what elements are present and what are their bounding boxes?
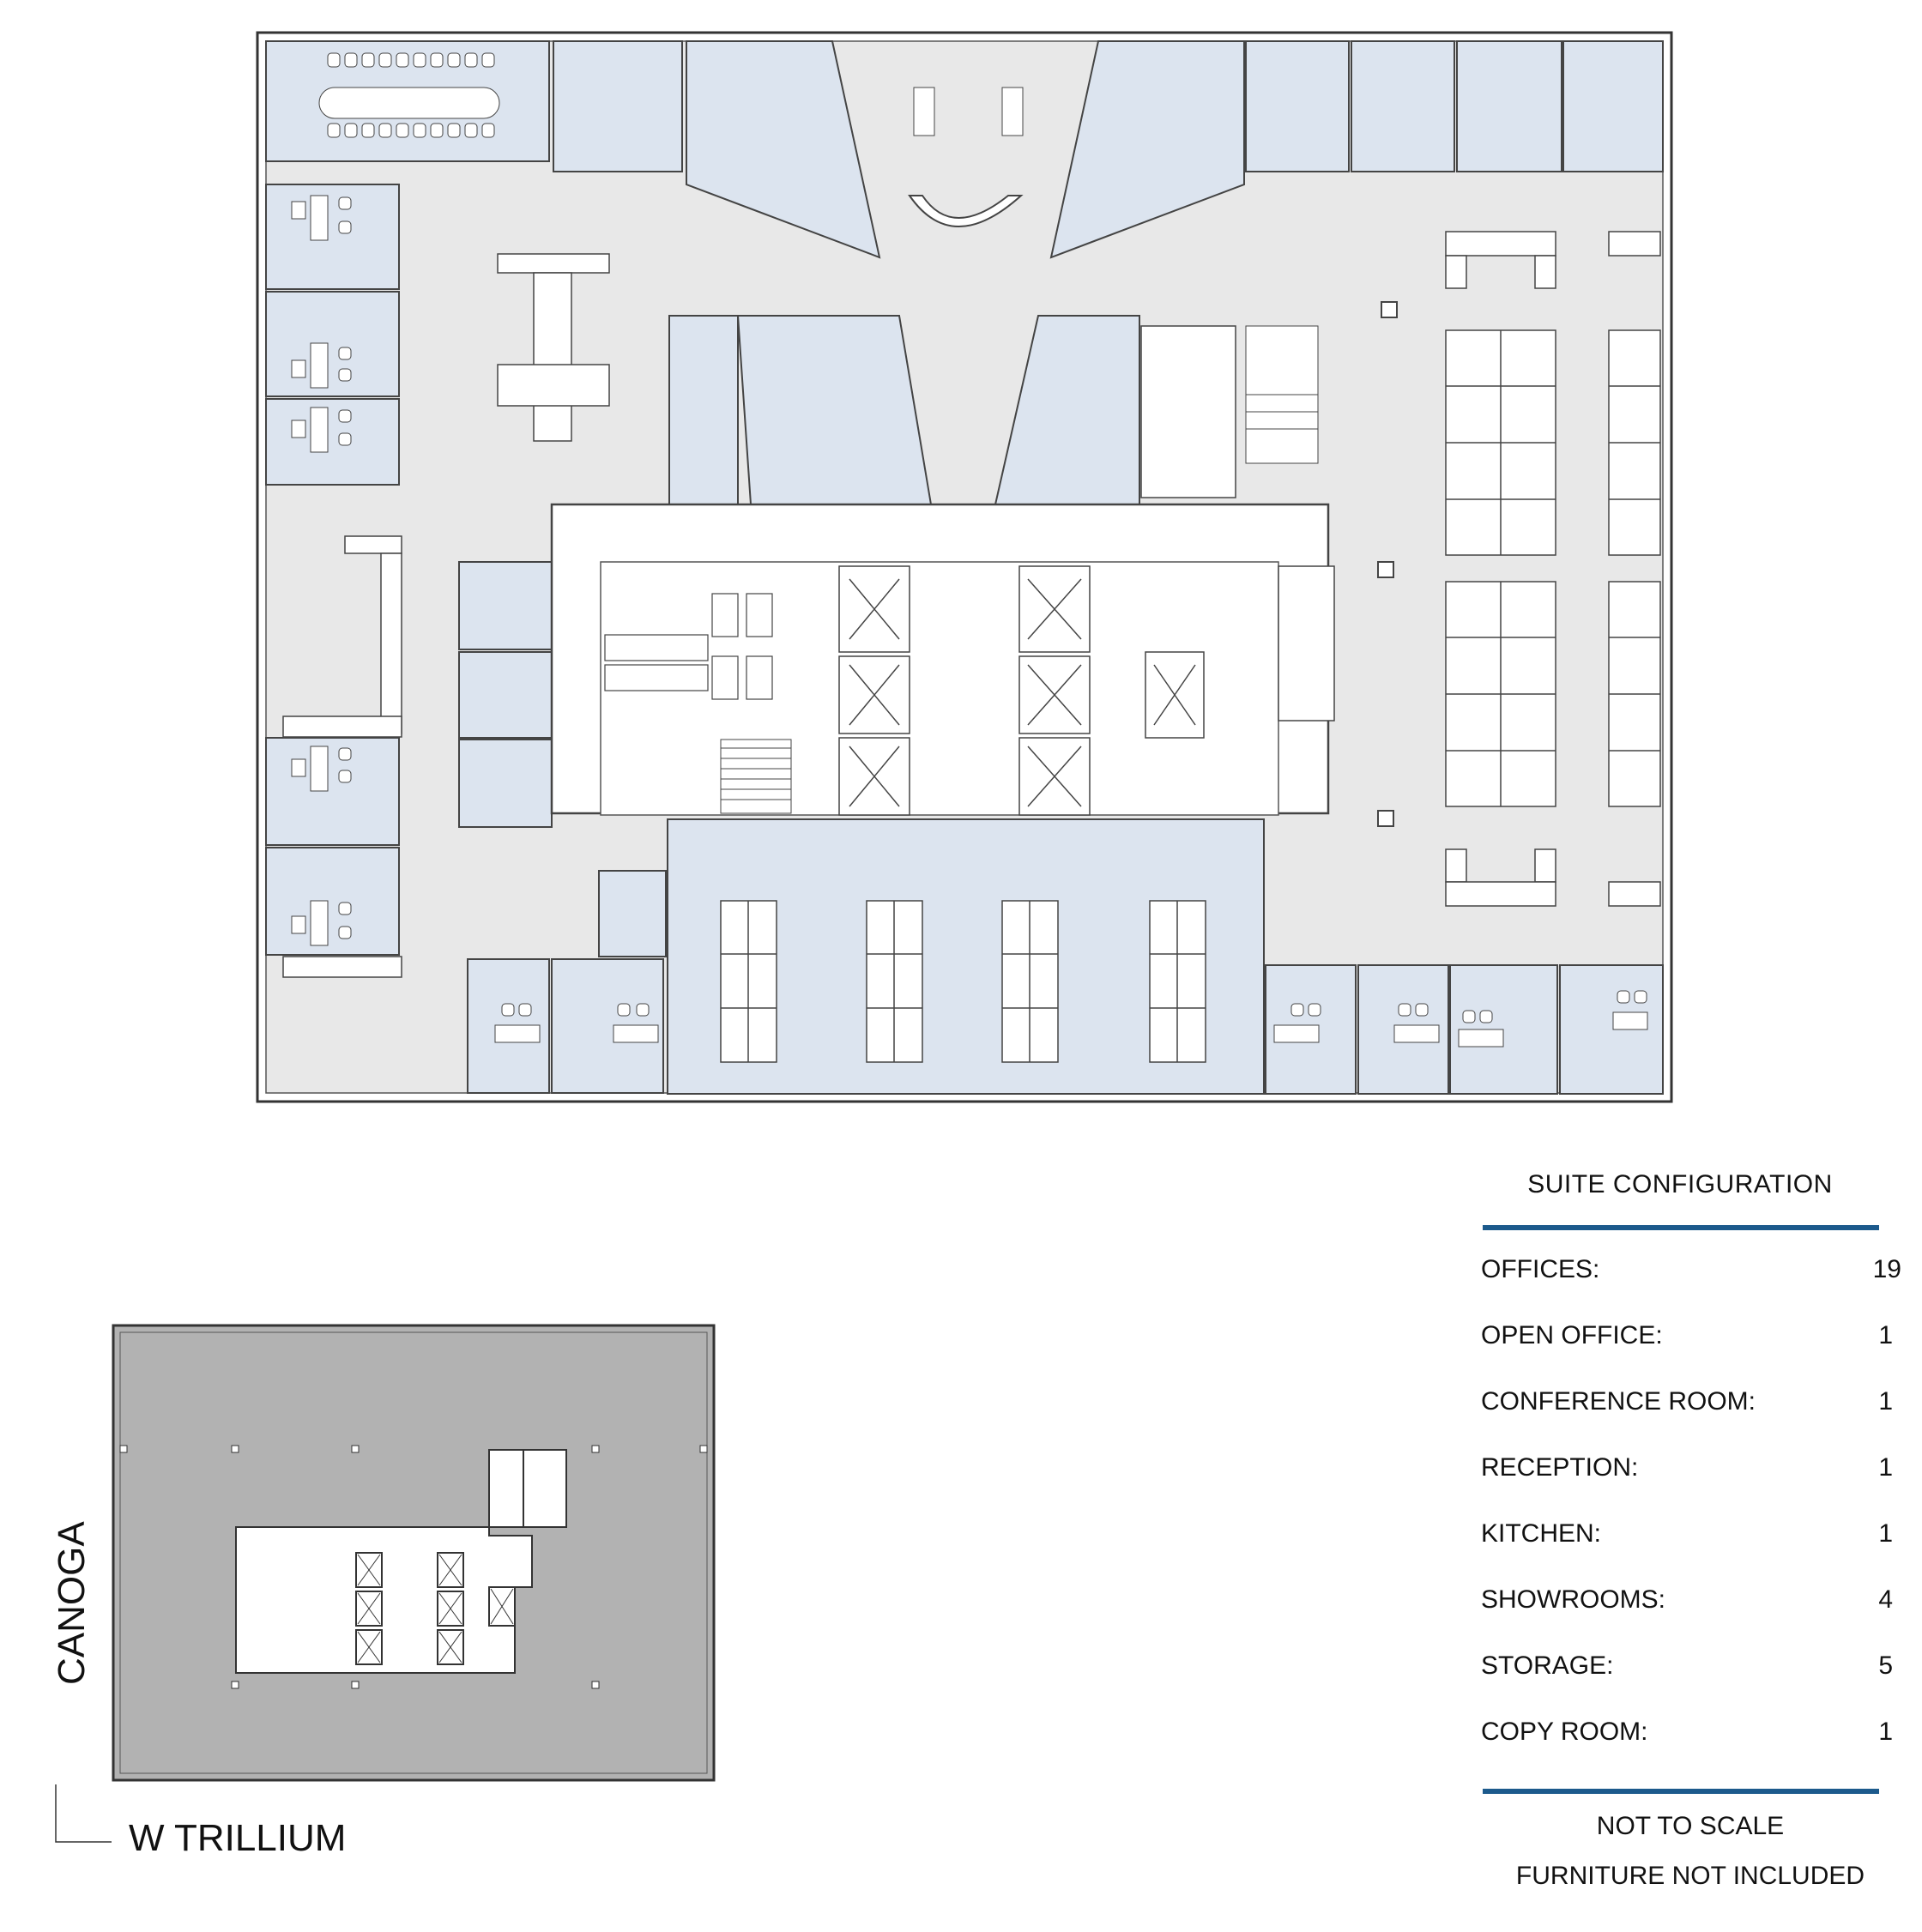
legend-row-conference-room: CONFERENCE ROOM: 1 — [1481, 1387, 1901, 1422]
key-plan-elevator-marks — [357, 1554, 514, 1663]
legend-label: KITCHEN: — [1481, 1519, 1602, 1548]
legend-bottom-rule — [1483, 1789, 1879, 1794]
legend-row-storage: STORAGE: 5 — [1481, 1651, 1901, 1686]
top-offices — [553, 40, 1664, 259]
legend-row-open-office: OPEN OFFICE: 1 — [1481, 1321, 1901, 1355]
legend-value: 1 — [1878, 1453, 1893, 1482]
legend-value: 1 — [1878, 1519, 1893, 1548]
legend-label: COPY ROOM: — [1481, 1718, 1648, 1746]
legend-label: SHOWROOMS: — [1481, 1585, 1665, 1614]
bottom-office-furniture — [494, 990, 1648, 1048]
street-label-canoga: CANOGA — [51, 1521, 93, 1685]
main-floor-plan — [256, 31, 1673, 1103]
legend-value: 1 — [1878, 1387, 1893, 1416]
conference-chairs — [327, 52, 495, 138]
legend-row-kitchen: KITCHEN: 1 — [1481, 1519, 1901, 1554]
furniture-note: FURNITURE NOT INCLUDED — [1515, 1862, 1865, 1890]
legend-value: 19 — [1872, 1255, 1901, 1283]
legend-value: 1 — [1878, 1718, 1893, 1746]
left-core-offices — [458, 315, 1140, 828]
legend-row-reception: RECEPTION: 1 — [1481, 1453, 1901, 1488]
legend-value: 1 — [1878, 1321, 1893, 1349]
bottom-offices — [467, 870, 1664, 1095]
legend-label: STORAGE: — [1481, 1651, 1614, 1680]
legend-row-offices: OFFICES: 19 — [1481, 1255, 1901, 1289]
workstations — [720, 900, 1206, 1063]
key-plan-columns — [119, 1445, 708, 1689]
legend-label: CONFERENCE ROOM: — [1481, 1387, 1756, 1416]
legend-label: RECEPTION: — [1481, 1453, 1639, 1482]
right-cubicles — [1278, 231, 1661, 907]
elevators — [838, 325, 1236, 816]
core-stairs — [720, 325, 1319, 814]
key-plan — [55, 1324, 716, 1843]
restrooms — [604, 593, 773, 700]
not-to-scale-note: NOT TO SCALE — [1596, 1812, 1785, 1840]
legend-top-rule — [1483, 1225, 1879, 1230]
columns — [1377, 301, 1398, 827]
street-label-w-trillium: W TRILLIUM — [129, 1817, 347, 1859]
legend-title: SUITE CONFIGURATION — [1527, 1170, 1833, 1198]
left-cubicles — [282, 253, 610, 978]
reception — [908, 87, 1024, 227]
legend-value: 4 — [1878, 1585, 1893, 1614]
street-leader — [55, 1784, 112, 1843]
left-offices — [265, 184, 400, 956]
legend-row-copy-room: COPY ROOM: 1 — [1481, 1718, 1901, 1752]
legend-label: OFFICES: — [1481, 1255, 1600, 1283]
legend-label: OPEN OFFICE: — [1481, 1321, 1663, 1349]
conference-table — [318, 87, 500, 119]
legend-value: 5 — [1878, 1651, 1893, 1680]
legend-row-showrooms: SHOWROOMS: 4 — [1481, 1585, 1901, 1620]
left-office-furniture — [291, 195, 352, 946]
